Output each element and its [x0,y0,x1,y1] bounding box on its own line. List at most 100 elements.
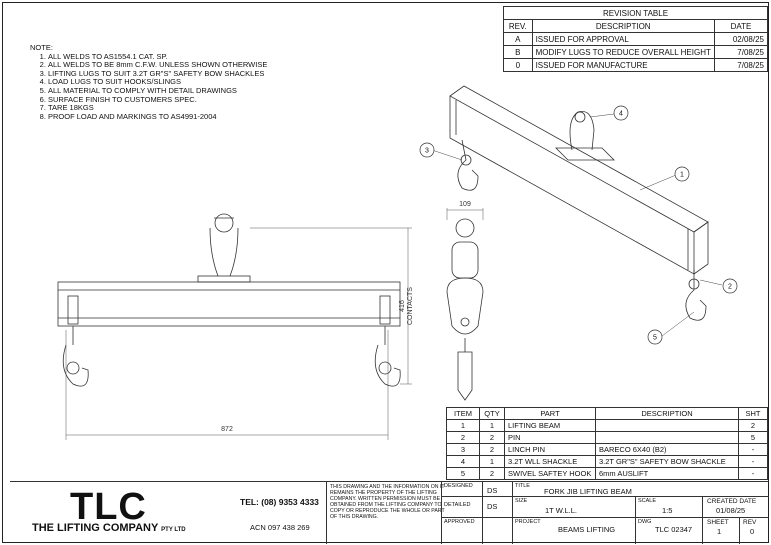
note-item: PROOF LOAD AND MARKINGS TO AS4991-2004 [48,112,267,122]
bom-cell: 3.2T GR"S" SAFETY BOW SHACKLE [595,455,739,468]
height-dim-note: CONTACTS [407,287,414,325]
notes-block: NOTE: ALL WELDS TO AS1554.1 CAT. SP. ALL… [30,43,267,122]
drawing-title: FORK JIB LIFTING BEAM [544,487,632,496]
approved-label: APPROVED [444,519,475,525]
front-hook-right [374,326,401,387]
bom-cell: 6mm AUSLIFT [595,467,739,480]
bom-cell: 1 [479,455,505,468]
note-item: ALL WELDS TO BE 8mm C.F.W. UNLESS SHOWN … [48,61,267,70]
rev-label: REV [743,519,757,526]
rev-cell: 7/08/25 [713,58,769,72]
balloon-2 [722,278,738,294]
bom-cell: SWIVEL SAFTEY HOOK [504,467,596,480]
bom-cell: 2 [479,467,505,480]
title-block-divider [635,496,636,544]
iso-shackle-plate [555,147,615,161]
company-name: THE LIFTING COMPANY PTY LTD [32,522,186,534]
title-label: TITLE [515,483,530,489]
side-hook [457,338,473,401]
bom-cell: - [738,467,768,480]
balloon-4 [613,105,629,121]
balloon-5-label: 5 [653,335,657,342]
bom-cell: 1 [446,419,480,432]
bom-row: 3 2 LINCH PIN BARECO 6X40 (B2) - [446,443,768,456]
bom-cell: 5 [738,431,768,444]
front-view [57,213,401,387]
company-tel: TEL: (08) 9353 4333 [240,497,319,507]
note-item: SURFACE FINISH TO CUSTOMERS SPEC. [48,95,267,105]
notes-title: NOTE: [30,43,53,52]
note-item: TARE 18KGS [48,104,267,113]
height-dim: 416 [399,300,406,312]
bom-row: 2 2 PIN 5 [446,431,768,444]
side-pin [455,218,475,238]
size-value: 1T W.L.L. [545,506,577,515]
project-label: PROJECT [515,519,541,525]
bom-cell: 4 [446,455,480,468]
created-value: 01/08/25 [716,506,746,515]
bom-row: 5 2 SWIVEL SAFTEY HOOK 6mm AUSLIFT - [446,467,768,480]
note-item: LOAD LUGS TO SUIT HOOKS/SLINGS [48,78,267,87]
disclaimer: THIS DRAWING AND THE INFORMATION ON IT R… [330,484,445,520]
bom-cell: 5 [446,467,480,480]
bom-cell: LIFTING BEAM [504,419,596,432]
designed-label: DESIGNED [444,483,473,489]
revision-table: REVISION TABLE REV. DESCRIPTION DATE A I… [503,6,769,72]
title-block-divider [441,496,769,497]
bom-header-description: DESCRIPTION [595,407,739,420]
title-block-divider [739,517,740,544]
designed-value: DS [487,486,498,495]
bom-cell: BARECO 6X40 (B2) [595,443,739,456]
project-value: BEAMS LIFTING [558,525,616,534]
bom-cell: LINCH PIN [504,443,596,456]
bom-header-sht: SHT [738,407,768,420]
detailed-label: DETAILED [444,502,471,508]
bom-cell: 2 [479,431,505,444]
company-logo: TLC [70,486,147,528]
iso-view [449,85,709,321]
scale-label: SCALE [638,498,657,504]
size-label: SIZE [515,498,528,504]
bom-header-item: ITEM [446,407,480,420]
bom-cell: 1 [479,419,505,432]
detailed-value: DS [487,502,498,511]
note-item: ALL MATERIAL TO COMPLY WITH DETAIL DRAWI… [48,86,267,96]
rev-cell: 0 [503,58,533,72]
balloon-2-label: 2 [728,284,732,291]
title-block-divider [512,482,513,544]
bom-cell: - [738,455,768,468]
note-item: LIFTING LUGS TO SUIT 3.2T GR"S" SAFETY B… [48,69,267,79]
balloon-3-label: 3 [425,148,429,155]
note-item: ALL WELDS TO AS1554.1 CAT. SP. [48,52,267,62]
sheet-value: 1 [717,527,722,536]
company-acn: ACN 097 438 269 [250,523,310,532]
title-block-divider [326,482,327,544]
width-dim: 109 [459,201,471,208]
title-block-divider [441,517,769,518]
bom-cell [595,419,739,432]
title-block: TLC THE LIFTING COMPANY PTY LTD TEL: (08… [10,481,769,544]
front-shackle-pin [214,213,234,233]
side-plate [446,277,484,335]
balloon-1 [674,166,690,182]
iso-hook-left [457,139,479,191]
side-shackle [451,241,479,279]
balloon-1-label: 1 [680,172,684,179]
rev-cell: ISSUED FOR MANUFACTURE [531,58,715,72]
bom-cell: 2 [738,419,768,432]
title-block-divider [702,496,703,544]
bom-cell: 3 [446,443,480,456]
side-view [446,208,484,401]
revision-row: A ISSUED FOR APPROVAL 02/08/25 [503,32,769,46]
bom-header-part: PART [504,407,596,420]
bom-cell: - [738,443,768,456]
balloon-4-label: 4 [619,111,623,118]
bom-table: ITEM QTY PART DESCRIPTION SHT 1 1 LIFTIN… [446,407,768,480]
bom-cell: 2 [479,443,505,456]
bom-cell [595,431,739,444]
dwg-label: DWG [638,519,652,525]
company-name-text: THE LIFTING COMPANY [32,522,159,534]
bom-header-qty: QTY [479,407,505,420]
